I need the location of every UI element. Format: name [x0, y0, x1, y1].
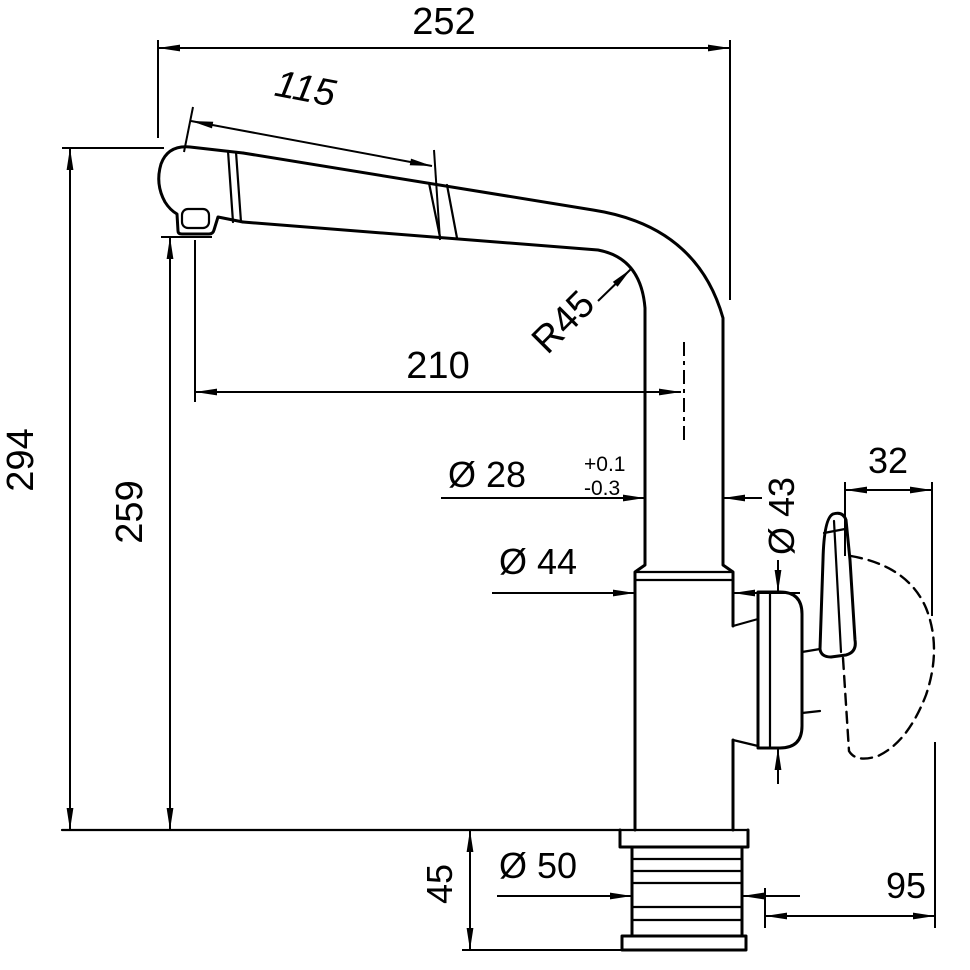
dim-valve-cap-diameter-label: Ø 43	[761, 477, 802, 555]
dim-overall-height-label: 294	[0, 428, 42, 491]
valve-assembly	[731, 590, 822, 750]
pullout-joint-line	[445, 183, 459, 240]
mounting-nut	[620, 934, 748, 952]
dim-spray-head-length-label: 115	[272, 63, 340, 116]
dimension-spout-reach: 210	[194, 240, 681, 402]
handle-lever	[818, 511, 857, 659]
dim-bend-radius-label: R45	[524, 283, 603, 362]
thread-lines	[630, 857, 744, 922]
dim-column-diameter-label: Ø 28	[448, 454, 526, 495]
dim-shank-diameter-label: Ø 50	[499, 845, 577, 886]
dimension-bend-radius: R45	[524, 268, 632, 362]
dimension-handle-width: 32	[844, 440, 933, 616]
dim-shank-length-label: 45	[419, 864, 460, 904]
faucet-outline	[60, 145, 936, 952]
dim-column-tolerance-plus: +0.1	[584, 453, 625, 476]
dim-column-tolerance-minus: -0.3	[584, 477, 620, 500]
dim-overall-projection-label: 252	[412, 1, 475, 43]
dim-handle-projection-label: 95	[886, 865, 926, 906]
dimension-overall-height: 294	[0, 147, 164, 830]
dimension-shank-length: 45	[419, 830, 622, 951]
base-shank	[60, 828, 750, 952]
pullout-joint-line	[427, 181, 442, 239]
spout-and-column	[241, 151, 735, 832]
dimension-shank-diameter: Ø 50	[497, 845, 800, 900]
dimension-column-diameter: Ø 28 +0.1 -0.3	[441, 453, 762, 502]
dimension-outlet-height: 259	[109, 236, 212, 830]
dim-spout-reach-label: 210	[406, 345, 469, 387]
dim-outlet-height-label: 259	[109, 480, 151, 543]
dimension-valve-cap-diameter: Ø 43	[761, 477, 802, 784]
handle-dashed-position	[841, 554, 936, 760]
dimension-handle-projection: 95	[764, 742, 936, 928]
dim-handle-width-label: 32	[868, 440, 908, 481]
spray-head	[157, 145, 245, 236]
dim-body-diameter-label: Ø 44	[499, 541, 577, 582]
dimension-body-diameter: Ø 44	[492, 541, 800, 597]
dimension-overall-projection: 252	[157, 1, 731, 300]
aerator-outlet	[180, 207, 211, 230]
